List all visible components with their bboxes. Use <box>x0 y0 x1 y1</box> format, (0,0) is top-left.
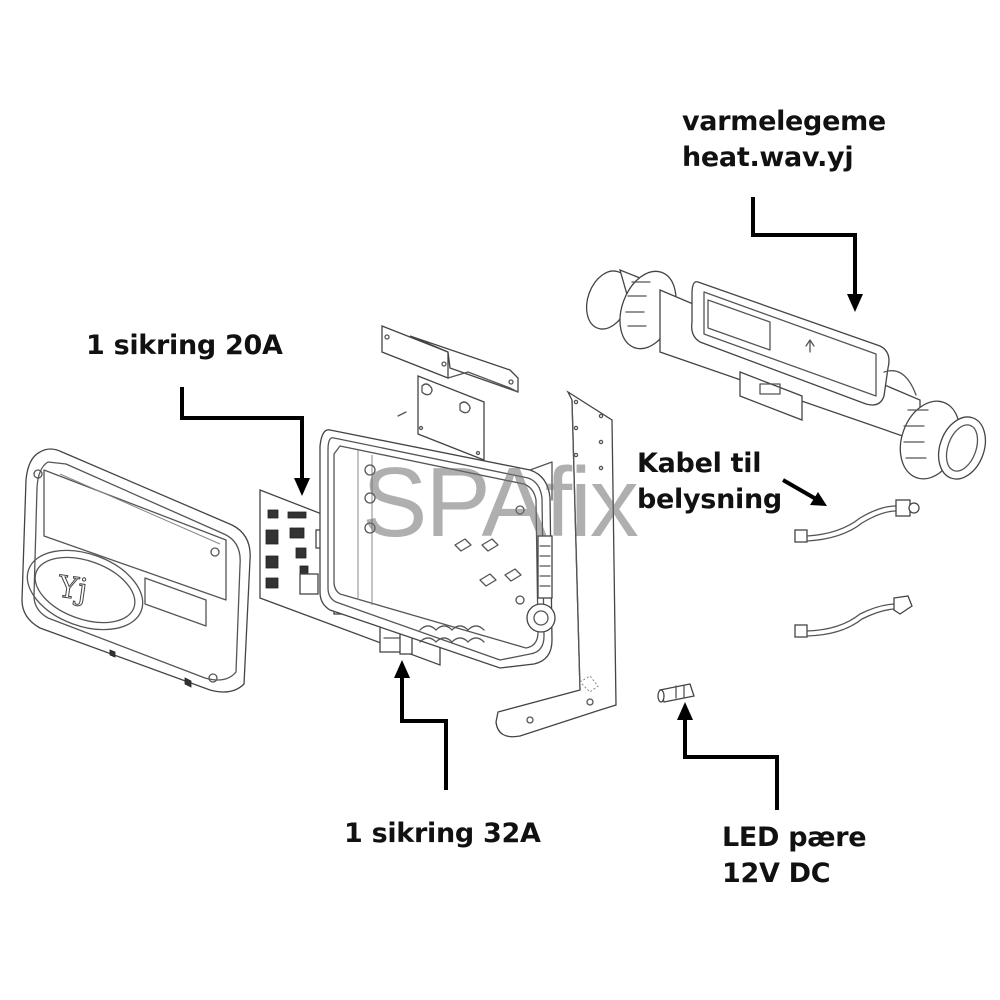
arrow-light-cable <box>782 478 827 506</box>
label-led-bulb-line2: 12V DC <box>722 858 831 889</box>
arrow-fuse-32a <box>394 660 448 790</box>
control-box-cover: Yj <box>21 448 251 693</box>
label-light-cable: Kabel til belysning <box>637 446 782 518</box>
control-box-enclosure <box>319 429 556 669</box>
label-heater-line2: heat.wav.yj <box>682 142 854 173</box>
label-fuse-20a: 1 sikring 20A <box>86 330 283 361</box>
extension-cable <box>794 595 913 638</box>
mounting-plate <box>397 375 485 461</box>
light-cable <box>794 499 920 543</box>
label-led-bulb-line1: LED pære <box>722 822 867 853</box>
panel-logo: Yj <box>55 569 90 608</box>
label-led-bulb: LED pære 12V DC <box>722 820 867 892</box>
label-light-cable-line1: Kabel til <box>637 448 762 479</box>
led-bulb <box>657 683 695 703</box>
arrow-led <box>677 702 779 810</box>
label-heater-line1: varmelegeme <box>682 106 886 137</box>
label-fuse-32a: 1 sikring 32A <box>344 818 541 849</box>
label-heater: varmelegeme heat.wav.yj <box>682 104 886 176</box>
heater-tube <box>585 268 987 480</box>
label-light-cable-line2: belysning <box>637 484 782 515</box>
mounting-bracket-top <box>381 325 519 393</box>
l-bracket <box>495 390 617 738</box>
watermark: SPAfix <box>362 447 639 557</box>
arrow-fuse-20a <box>180 387 310 496</box>
arrow-heater <box>751 197 863 312</box>
